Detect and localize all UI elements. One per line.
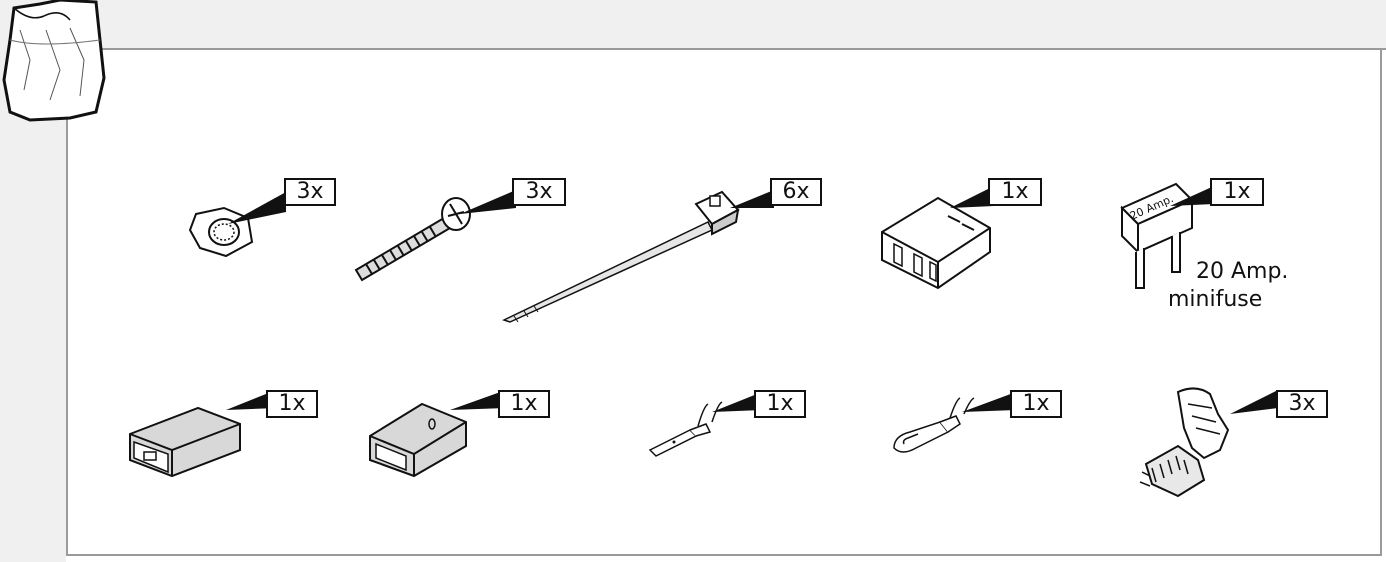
- leader-male-terminal: [712, 392, 762, 412]
- connector-housing-qty-label: 1x: [988, 178, 1042, 206]
- female-housing-qty-label: 1x: [498, 390, 550, 418]
- minifuse-note-line1: 20 Amp.: [1196, 259, 1289, 284]
- leader-housing: [950, 186, 994, 208]
- male-terminal-icon: [648, 401, 723, 457]
- female-housing-icon: [369, 402, 467, 478]
- leader-cable-tie: [730, 190, 774, 208]
- leader-male-housing: [226, 390, 276, 410]
- female-terminal-qty-label: 1x: [1010, 390, 1062, 418]
- leader-screw: [460, 190, 516, 214]
- male-housing-icon: [129, 406, 241, 478]
- leader-minifuse: [1170, 186, 1214, 206]
- leader-nut: [228, 192, 286, 224]
- male-housing-qty-label: 1x: [266, 390, 318, 418]
- frame-top-divider: [100, 0, 1386, 50]
- male-terminal-qty-label: 1x: [754, 390, 806, 418]
- leader-splice: [1230, 390, 1278, 414]
- nut-qty-label: 3x: [284, 178, 336, 206]
- splice-connector-icon: [1139, 387, 1230, 498]
- minifuse-icon: 20 Amp.: [1120, 182, 1194, 289]
- cable-tie-qty-label: 6x: [770, 178, 822, 206]
- screw-qty-label: 3x: [512, 178, 566, 206]
- screw-icon: [354, 197, 471, 282]
- leader-female-housing: [450, 390, 506, 410]
- minifuse-qty-label: 1x: [1210, 178, 1264, 206]
- minifuse-note-line2: minifuse: [1168, 287, 1263, 312]
- female-terminal-icon: [893, 397, 975, 453]
- leader-female-terminal: [962, 392, 1016, 412]
- cable-tie-icon: [502, 190, 740, 323]
- splice-connector-qty-label: 3x: [1276, 390, 1328, 418]
- connector-housing-icon: [881, 196, 991, 290]
- parts-bag-icon: [2, 0, 106, 122]
